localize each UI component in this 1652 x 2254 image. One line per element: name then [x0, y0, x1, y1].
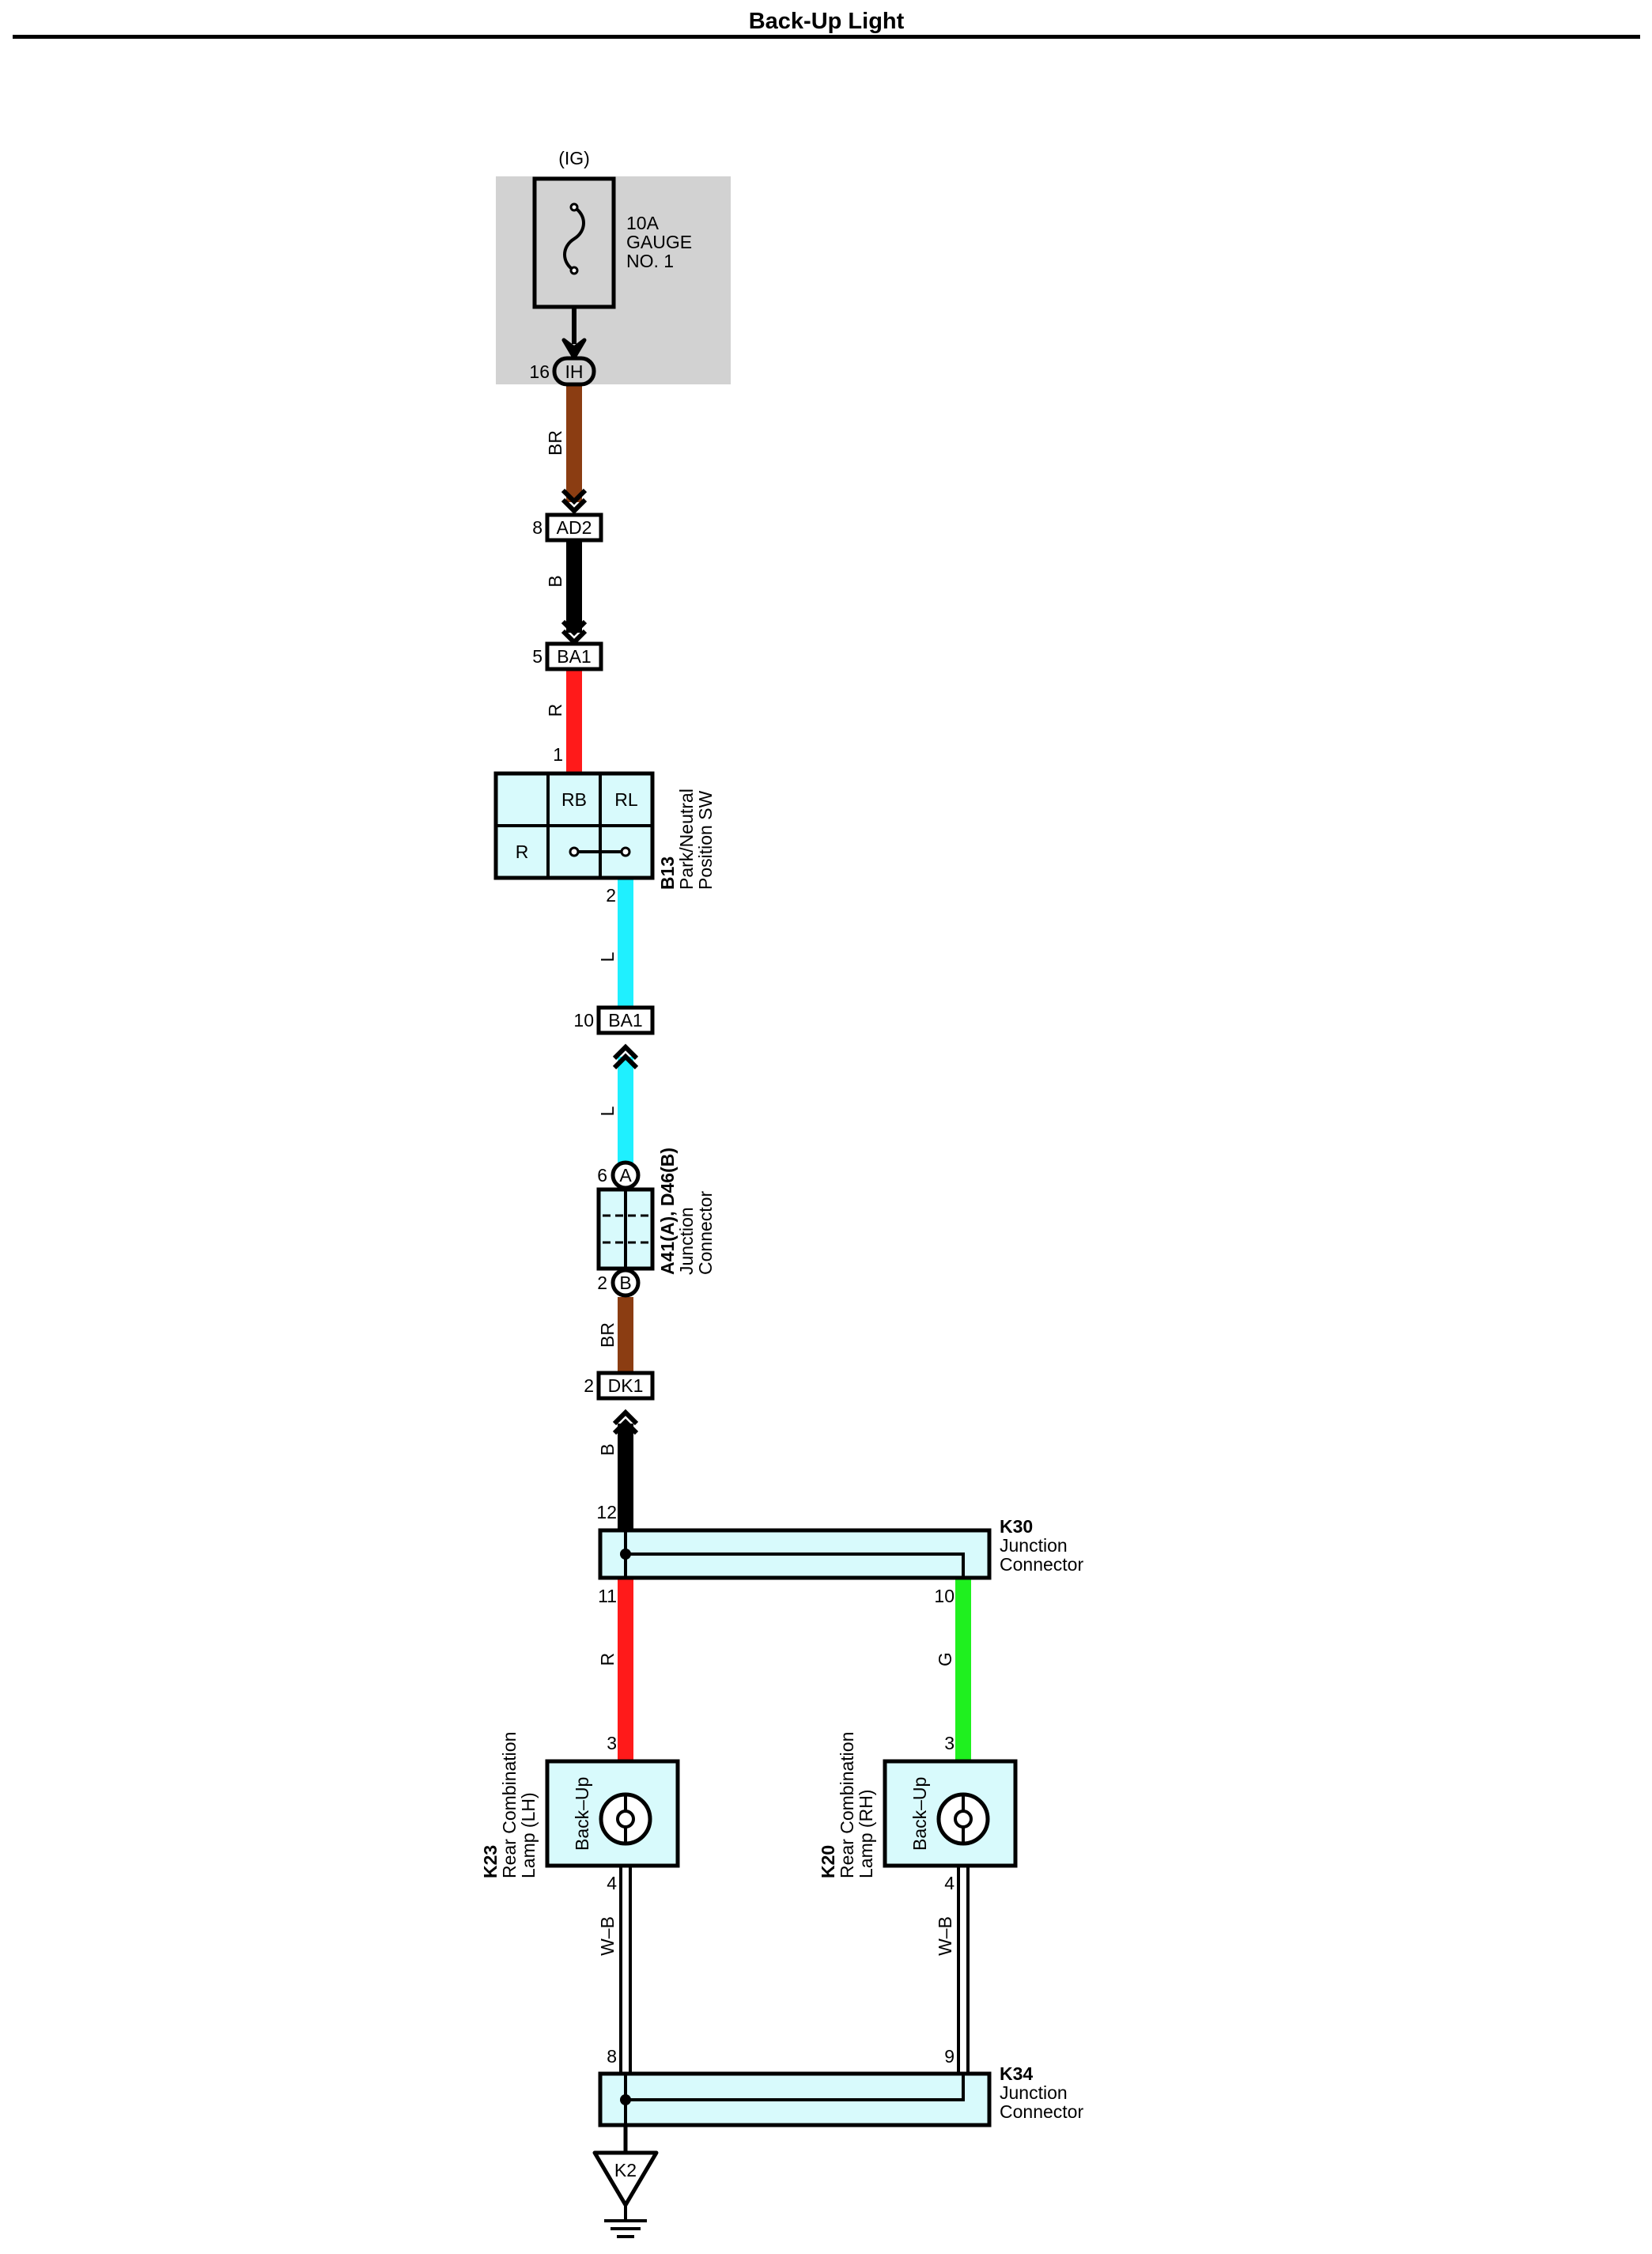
a41-d46-junction-connector: A 6 B 2 A41(A), D46(B) Junction Connecto… [596, 1148, 716, 1298]
k20-name-line1: Rear Combination [837, 1732, 857, 1878]
wire-label: B [545, 575, 565, 587]
connector-ba1-low: BA1 10 [573, 1005, 655, 1035]
junction-letter-a: A [619, 1165, 632, 1186]
connector-ba1-top: BA1 5 [532, 641, 603, 671]
b13-position-rl: RL [614, 789, 638, 810]
b13-name-line1: Park/Neutral [676, 789, 697, 890]
fuse-rating: 10A [626, 213, 660, 233]
wire-label: BR [545, 430, 565, 456]
connector-ba1-label: BA1 [557, 646, 591, 667]
k34-name-line1: Junction [1000, 2082, 1068, 2103]
wire-label: W–B [597, 1916, 618, 1956]
k20-pin-top: 3 [944, 1733, 955, 1753]
connector-ad2-label: AD2 [557, 517, 592, 538]
k23-bulb-label: Back–Up [572, 1777, 592, 1851]
b13-id: B13 [657, 857, 678, 890]
connector-ad2-pin: 8 [532, 517, 542, 538]
k30-id: K30 [1000, 1516, 1033, 1537]
wire-label: B [597, 1443, 618, 1455]
wire-label: BR [597, 1322, 618, 1348]
k23-id: K23 [480, 1845, 501, 1878]
k23-pin-bottom: 4 [607, 1873, 617, 1893]
b13-name-line2: Position SW [695, 790, 716, 890]
k23-pin-top: 3 [607, 1733, 617, 1753]
connector-ih-pin: 16 [529, 361, 550, 382]
b13-pin-out: 2 [606, 885, 616, 906]
ground-label: K2 [614, 2160, 637, 2180]
chevron-up-icon [612, 1409, 639, 1435]
b13-pin-in: 1 [553, 744, 563, 765]
connector-dk1-label: DK1 [608, 1375, 644, 1396]
k30-junction-connector: 12 11 10 K30 Junction Connector [596, 1502, 1083, 1606]
k23-name-line1: Rear Combination [499, 1732, 520, 1878]
page-title: Back-Up Light [749, 9, 905, 34]
wire-label: L [597, 951, 618, 962]
fuse-supply-label: (IG) [558, 148, 590, 168]
chevron-up-icon [612, 1043, 639, 1070]
connector-ih [552, 356, 596, 387]
k30-name-line2: Connector [1000, 1554, 1083, 1575]
chevron-down-icon [561, 488, 588, 515]
k30-pin-right: 10 [934, 1586, 955, 1606]
wire-label: G [935, 1652, 955, 1666]
k34-id: K34 [1000, 2063, 1033, 2084]
junction-pin-a-number: 6 [597, 1165, 607, 1186]
ground-icon [592, 2150, 659, 2207]
bulb-icon [599, 1792, 652, 1846]
junction-pin-b [611, 1268, 641, 1298]
k34-junction-connector: 8 9 K34 Junction Connector [598, 2046, 1083, 2127]
k23-rear-combination-lamp-lh: Back–Up 3 4 K23 Rear Combination Lamp (L… [480, 1732, 680, 1893]
k20-name-line2: Lamp (RH) [856, 1790, 876, 1878]
b13-position-rb: RB [561, 789, 587, 810]
k23-name-line2: Lamp (LH) [518, 1792, 539, 1878]
b13-park-neutral-switch: 1 RB RL R 2 B13 Park/Neutral Position SW [493, 744, 716, 906]
junction-letter-b: B [619, 1273, 631, 1293]
k20-pin-bottom: 4 [944, 1873, 955, 1893]
wire-label: W–B [935, 1916, 955, 1956]
fuse-name-line2: NO. 1 [626, 251, 674, 271]
connector-dk1-pin: 2 [584, 1375, 594, 1396]
connector-ih-label: IH [565, 361, 584, 382]
header-rule [13, 35, 1640, 39]
connector-ba1-pin: 10 [573, 1010, 594, 1031]
wire-label: R [545, 704, 565, 717]
wire-label: R [597, 1653, 618, 1666]
a41-name-line1: Junction [676, 1207, 697, 1275]
k34-pin-right: 9 [944, 2046, 955, 2067]
wire-label: L [597, 1106, 618, 1116]
chevron-icons [561, 488, 639, 1435]
k20-id: K20 [818, 1845, 838, 1878]
k20-bulb-label: Back–Up [909, 1777, 930, 1851]
a41-name-line2: Connector [695, 1191, 716, 1275]
bulb-icon [936, 1792, 990, 1846]
ground-k2: K2 [592, 2125, 659, 2238]
switch-contact-icon [569, 846, 631, 857]
fuse-block: (IG) 10A GAUGE NO. 1 IH 16 [496, 148, 731, 387]
connector-ad2: AD2 8 [532, 512, 603, 543]
k30-name-line1: Junction [1000, 1535, 1068, 1556]
junction-pin-b-number: 2 [597, 1273, 607, 1293]
k20-rear-combination-lamp-rh: Back–Up 3 4 K20 Rear Combination Lamp (R… [818, 1732, 1018, 1893]
wire-segments [566, 386, 971, 2074]
wire-labels: BR B R L L BR B R G W–B W–B [545, 430, 955, 1956]
k34-name-line2: Connector [1000, 2101, 1083, 2122]
fuse-element-icon [563, 206, 585, 272]
connector-ba1-label: BA1 [608, 1010, 642, 1031]
k30-pin-left: 11 [598, 1586, 617, 1606]
junction-pin-a [611, 1160, 641, 1190]
fuse-output-arrow-icon [561, 338, 587, 360]
a41-id: A41(A), D46(B) [657, 1148, 678, 1275]
connector-ba1-pin: 5 [532, 646, 542, 667]
connector-dk1: DK1 2 [584, 1371, 655, 1401]
k34-pin-left: 8 [607, 2046, 617, 2067]
k30-pin-top: 12 [596, 1502, 617, 1522]
fuse-name-line1: GAUGE [626, 232, 692, 252]
b13-position-r: R [516, 841, 529, 862]
